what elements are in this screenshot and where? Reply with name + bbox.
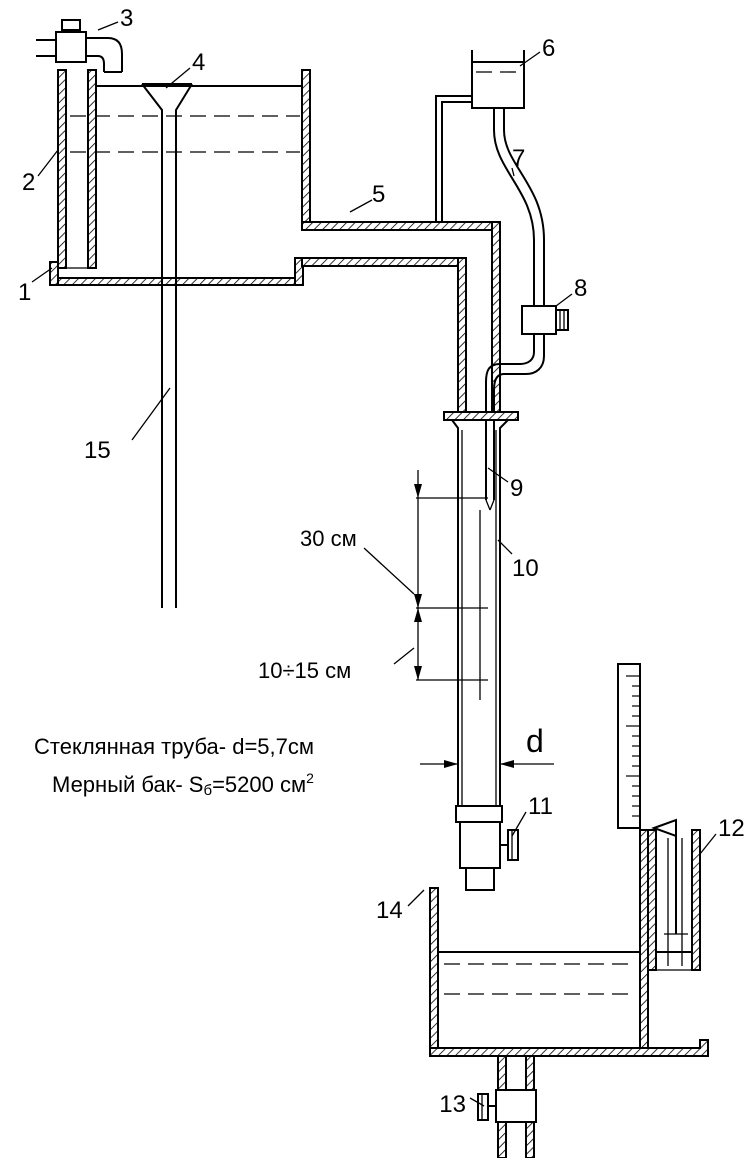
connecting-pipe [301,221,501,413]
level-scale [617,663,641,829]
label-5: 5 [372,181,385,208]
label-7: 7 [512,145,525,172]
note-measuring-tank: Мерный бак- Sб=5200 см2 [52,770,314,799]
level-gauge [647,818,701,971]
label-8: 8 [574,275,587,302]
label-2: 2 [22,169,35,196]
glass-tube [416,411,519,806]
label-10: 10 [512,555,539,582]
label-9: 9 [510,475,523,502]
leader-lines [31,21,717,1107]
label-4: 4 [192,49,205,76]
measuring-tank [429,829,709,1057]
note-glass-tube: Стеклянная труба- d=5,7см [34,734,314,759]
dimension-lines [363,470,554,768]
label-6: 6 [542,35,555,62]
label-11: 11 [528,793,553,820]
label-3: 3 [120,5,133,32]
dye-tube [485,108,545,511]
overflow-funnel [141,83,193,608]
label-14: 14 [376,897,403,924]
dimension-lower-label: 10÷15 см [258,658,351,683]
dye-reservoir [435,50,525,222]
outlet-valve [455,805,519,891]
label-12: 12 [718,815,745,842]
label-1: 1 [18,279,31,306]
drain-valve [477,1055,537,1158]
supply-valve [36,19,123,73]
diameter-label: d [526,723,544,759]
label-15: 15 [84,437,111,464]
dimension-upper-label: 30 см [300,526,357,551]
label-13: 13 [439,1091,466,1118]
dye-clamp [521,305,569,335]
overflow-partition [57,69,97,269]
